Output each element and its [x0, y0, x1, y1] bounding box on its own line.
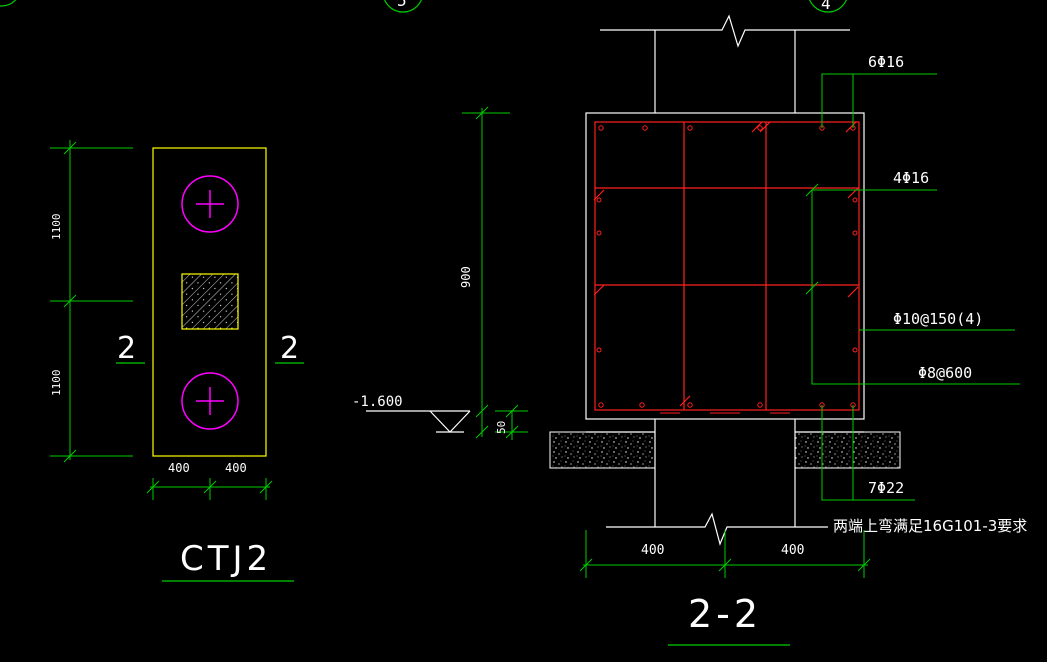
section-view: -1.600 900 50 6Φ16 — [352, 14, 1027, 646]
axis-bubble-4-label: 4 — [821, 0, 831, 13]
leader-lines — [805, 73, 1020, 501]
column-stub-top — [600, 14, 850, 113]
blinding-left — [549, 431, 656, 469]
section-title: 2-2 — [688, 592, 762, 636]
label-tie: Φ8@600 — [918, 364, 972, 382]
plan-view: 1100 1100 2 2 400 400 CTJ2 — [50, 140, 304, 582]
label-stirrup: Φ10@150(4) — [893, 310, 983, 328]
plan-dim-left: 400 — [168, 461, 190, 475]
plan-dim-upper: 1100 — [50, 214, 63, 241]
blinding-right — [794, 431, 901, 469]
label-side-rebar: 4Φ16 — [893, 169, 929, 187]
section-horizontal-dimension — [579, 530, 871, 578]
pile-top — [181, 175, 239, 233]
axis-bubble-5-label: 5 — [397, 0, 407, 10]
label-bottom-rebar: 7Φ22 — [868, 479, 904, 497]
section-mark-left: 2 — [117, 331, 136, 366]
axis-bubbles: 5 4 — [0, 0, 847, 13]
cap-section-outline — [585, 112, 865, 420]
rebar-cage — [593, 121, 860, 411]
section-dim-left: 400 — [641, 543, 664, 558]
label-bend-note: 两端上弯满足16G101-3要求 — [833, 517, 1027, 535]
column-plan — [181, 273, 239, 330]
plan-dim-lower: 1100 — [50, 370, 63, 397]
pile-bottom — [181, 372, 239, 430]
section-dim-height: 900 — [459, 266, 473, 288]
section-dim-right: 400 — [781, 543, 804, 558]
plan-title: CTJ2 — [180, 539, 272, 579]
axis-bubble-5 — [384, 0, 422, 13]
section-dim-cover: 50 — [495, 421, 508, 434]
axis-bubble-4 — [809, 0, 847, 13]
section-vertical-dimension — [462, 106, 528, 440]
plan-vertical-dimension — [50, 140, 133, 463]
label-top-rebar: 6Φ16 — [868, 53, 904, 71]
plan-horizontal-dimension — [146, 478, 273, 500]
elevation-marker — [366, 410, 471, 433]
cap-plan-outline — [152, 147, 267, 457]
elevation-label: -1.600 — [352, 394, 403, 410]
section-mark-right: 2 — [280, 331, 299, 366]
rebar-dots — [596, 125, 858, 408]
plan-dim-right: 400 — [225, 461, 247, 475]
